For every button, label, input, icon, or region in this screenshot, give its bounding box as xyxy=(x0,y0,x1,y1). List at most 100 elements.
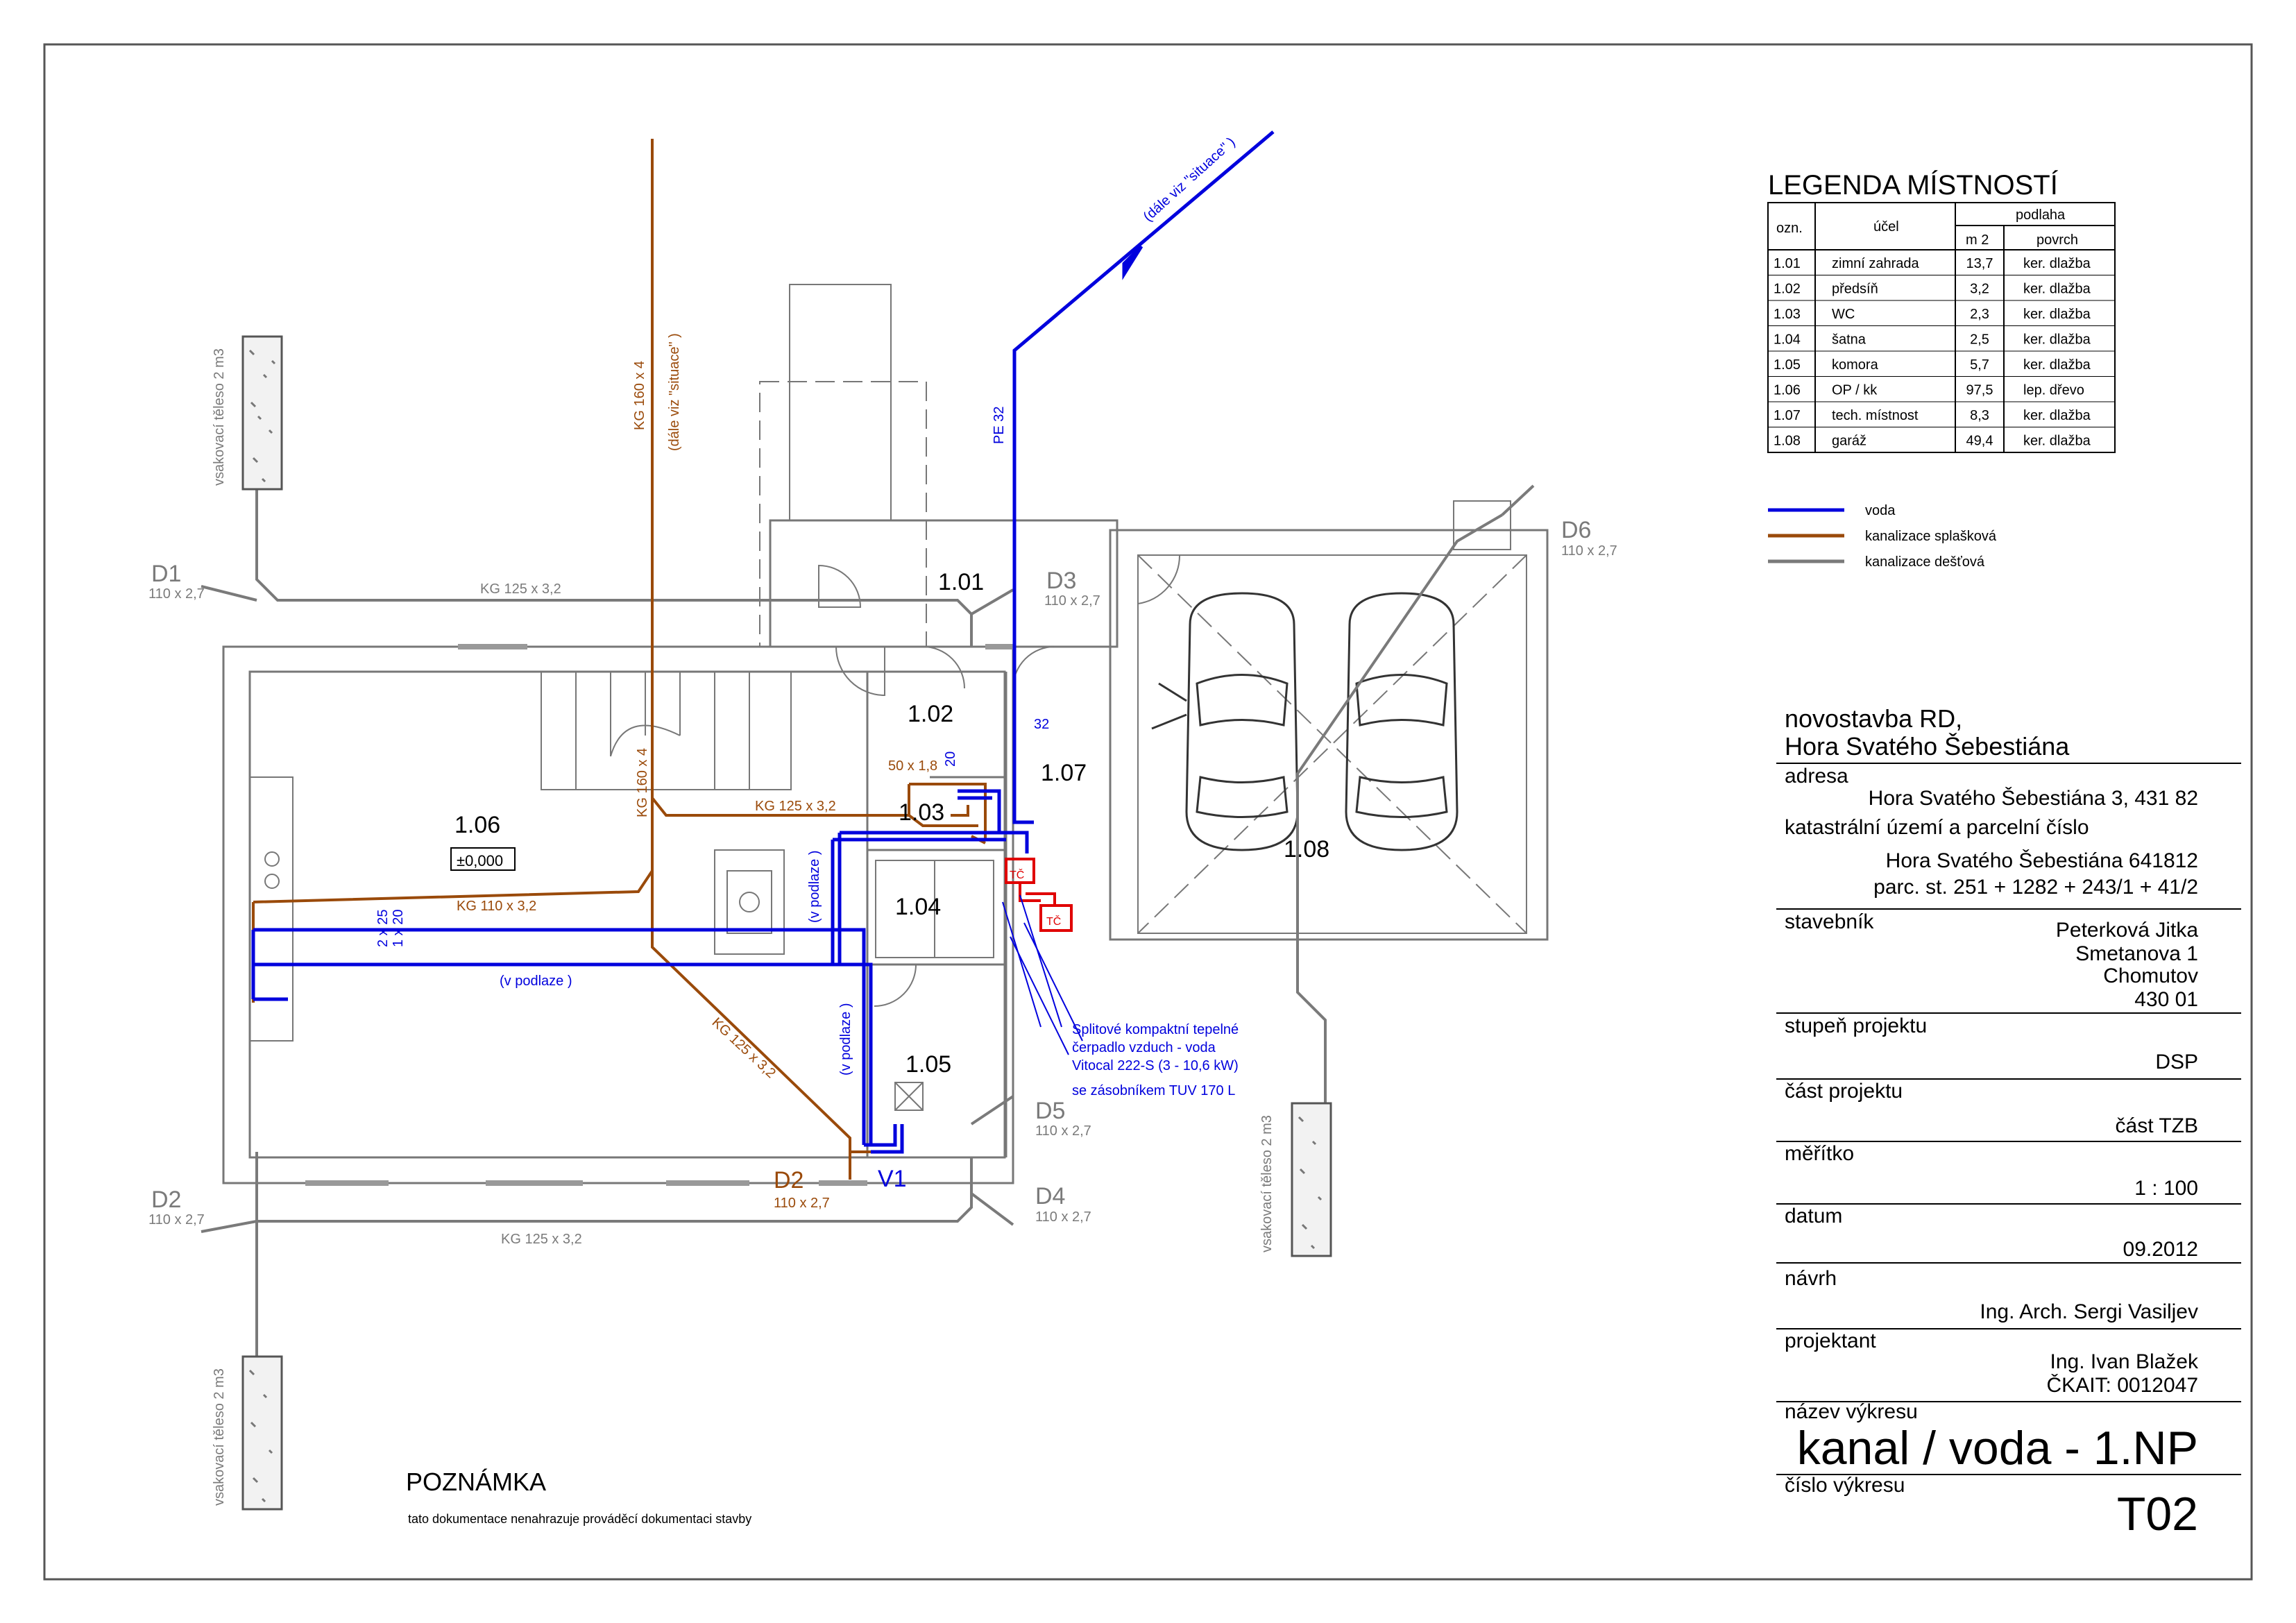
heat-pump-tc-1: TČ xyxy=(1010,868,1024,881)
soakaway-right xyxy=(1291,1102,1332,1257)
downpipe-d2-inner: D2 xyxy=(774,1167,803,1193)
pipe-label-kg125-diag: KG 125 x 3,2 xyxy=(709,1015,779,1082)
legend-cell-surface: ker. dlažba xyxy=(2023,357,2091,373)
pipe-label-kg125-bottom: KG 125 x 3,2 xyxy=(501,1232,582,1247)
legend-cell-use: OP / kk xyxy=(1832,383,1878,398)
room-1-07: 1.07 xyxy=(1041,760,1087,786)
pipe-label-pe32: PE 32 xyxy=(992,407,1007,444)
heat-pump-desc-1: Splitové kompaktní tepelné xyxy=(1072,1022,1239,1037)
downpipe-d3: D3 xyxy=(1046,568,1076,594)
builder-line-3: Chomutov xyxy=(2103,965,2198,987)
legend-header-surface: povrch xyxy=(2036,232,2078,248)
legend-cell-use: zimní zahrada xyxy=(1832,256,1919,271)
legend-cell-surface: ker. dlažba xyxy=(2023,408,2091,423)
scale-value: 1 : 100 xyxy=(2134,1177,2198,1200)
car-left xyxy=(1151,592,1299,851)
pipe-label-1x20: 1 x 20 xyxy=(391,910,406,947)
line-legend-label: kanalizace dešťová xyxy=(1865,554,1985,570)
rainwater-pipes xyxy=(201,484,1535,1357)
date-label: datum xyxy=(1785,1205,1842,1227)
legend-cell-area: 49,4 xyxy=(1966,434,1993,449)
legend-cell-use: předsíň xyxy=(1832,282,1878,297)
builder-line-1: Peterková Jitka xyxy=(2056,919,2198,942)
cadastre-label: katastrální území a parcelní číslo xyxy=(1785,816,2089,839)
pipe-label-32: 32 xyxy=(1034,717,1049,732)
floor-plan xyxy=(222,284,1549,1186)
drawing-name: kanal / voda - 1.NP xyxy=(1797,1422,2198,1475)
heat-pump-desc-2: čerpadlo vzduch - voda xyxy=(1072,1040,1216,1055)
pipe-label-floor-3: (v podlaze ) xyxy=(838,1003,853,1076)
pipe-label-kg160-inner: KG 160 x 4 xyxy=(635,748,650,817)
drawing-name-label: název výkresu xyxy=(1785,1400,1918,1423)
pipe-label-20: 20 xyxy=(943,751,958,767)
downpipe-d3-dim: 110 x 2,7 xyxy=(1044,593,1100,609)
pipe-label-floor-2: (v podlaze ) xyxy=(807,851,822,924)
pipe-label-floor-1: (v podlaze ) xyxy=(500,974,572,989)
room-1-03: 1.03 xyxy=(899,799,944,826)
legend-cell-surface: ker. dlažba xyxy=(2023,434,2091,449)
downpipe-d5-dim: 110 x 2,7 xyxy=(1035,1123,1091,1139)
legend-cell-area: 3,2 xyxy=(1970,282,1989,297)
legend-cell-id: 1.03 xyxy=(1774,307,1801,322)
heat-pump-tc-2: TČ xyxy=(1046,915,1061,928)
pipe-label-kg125-inner: KG 125 x 3,2 xyxy=(755,799,836,814)
level-mark: ±0,000 xyxy=(457,852,503,869)
downpipe-d4: D4 xyxy=(1035,1183,1065,1209)
legend-cell-area: 2,3 xyxy=(1970,307,1989,322)
level-box xyxy=(450,847,516,871)
legend-cell-id: 1.02 xyxy=(1774,282,1801,297)
design-label: návrh xyxy=(1785,1267,1837,1290)
heat-pump-desc-4: se zásobníkem TUV 170 L xyxy=(1072,1083,1235,1098)
cadastre-value-2: parc. st. 251 + 1282 + 243/1 + 41/2 xyxy=(1873,876,2198,899)
soakaway-bottom xyxy=(241,1355,283,1511)
downpipe-d5: D5 xyxy=(1035,1098,1065,1124)
part-value: část TZB xyxy=(2116,1114,2198,1137)
sewage-pipes xyxy=(252,139,987,1180)
builder-line-2: Smetanova 1 xyxy=(2075,942,2198,965)
legend-cell-area: 13,7 xyxy=(1966,256,1993,271)
legend-cell-area: 8,3 xyxy=(1970,408,1989,423)
date-value: 09.2012 xyxy=(2123,1238,2198,1261)
downpipe-d6: D6 xyxy=(1561,517,1591,543)
address-label: adresa xyxy=(1785,765,1848,788)
project-title-2: Hora Svatého Šebestiána xyxy=(1785,732,2070,760)
legend-cell-use: šatna xyxy=(1832,332,1866,348)
water-pipes xyxy=(251,130,1275,1154)
downpipe-d4-dim: 110 x 2,7 xyxy=(1035,1209,1091,1225)
room-1-08: 1.08 xyxy=(1284,836,1329,863)
note-text: tato dokumentace nenahrazuje prováděcí d… xyxy=(408,1512,751,1526)
builder-label: stavebník xyxy=(1785,910,1874,933)
legend-cell-id: 1.05 xyxy=(1774,357,1801,373)
soakaway-label-bottom: vsakovací těleso 2 m3 xyxy=(212,1368,227,1506)
legend-cell-surface: ker. dlažba xyxy=(2023,307,2091,322)
downpipe-d1: D1 xyxy=(151,561,181,587)
pipe-label-kg160: KG 160 x 4 xyxy=(632,361,647,430)
pipe-label-2x25: 2 x 25 xyxy=(375,910,391,947)
project-title-1: novostavba RD, xyxy=(1785,704,1962,733)
legend-cell-area: 97,5 xyxy=(1966,383,1993,398)
legend-cell-id: 1.08 xyxy=(1774,434,1801,449)
scale-label: měřítko xyxy=(1785,1142,1854,1165)
legend-header-id: ozn. xyxy=(1776,221,1803,236)
engineer-label: projektant xyxy=(1785,1329,1876,1352)
legend-title: LEGENDA MÍSTNOSTÍ xyxy=(1768,169,2059,201)
soakaway-label-top: vsakovací těleso 2 m3 xyxy=(212,348,227,486)
room-1-04: 1.04 xyxy=(895,894,941,920)
title-block-lines xyxy=(1776,763,2241,1475)
soakaway-top xyxy=(241,335,283,491)
room-1-05: 1.05 xyxy=(905,1051,951,1078)
engineer-line-1: Ing. Ivan Blažek xyxy=(2050,1350,2199,1373)
pipe-label-kg160-note: (dále viz "situace" ) xyxy=(667,333,682,451)
room-1-01: 1.01 xyxy=(938,569,984,595)
legend-cell-id: 1.01 xyxy=(1774,256,1801,271)
room-1-06: 1.06 xyxy=(454,812,500,838)
legend-cell-area: 2,5 xyxy=(1970,332,1989,348)
downpipe-d6-dim: 110 x 2,7 xyxy=(1561,543,1617,559)
legend-cell-area: 5,7 xyxy=(1970,357,1989,373)
legend-header-area: m 2 xyxy=(1966,232,1989,248)
leader-lines xyxy=(1002,894,1062,1028)
legend-cell-surface: ker. dlažba xyxy=(2023,282,2091,297)
downpipe-d1-dim: 110 x 2,7 xyxy=(148,586,205,602)
downpipe-d2-inner-dim: 110 x 2,7 xyxy=(774,1196,830,1211)
